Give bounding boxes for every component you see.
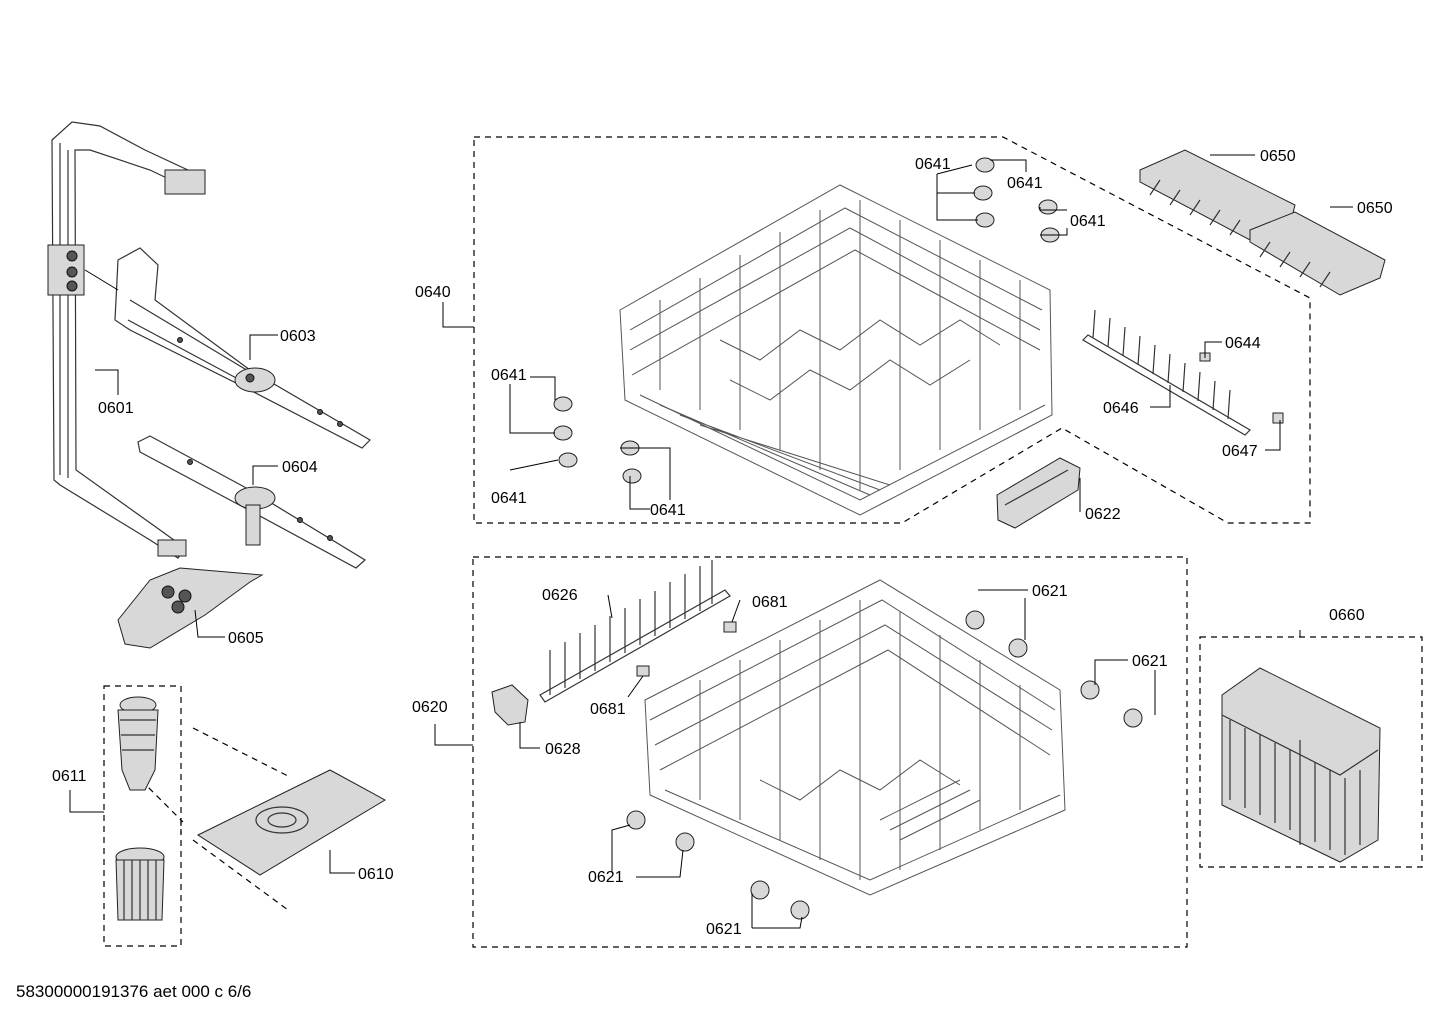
upper-basket-group-box bbox=[473, 136, 1311, 524]
holder-0628 bbox=[491, 684, 529, 726]
label-0611: 0611 bbox=[52, 768, 87, 785]
label-0621-c: 0621 bbox=[588, 869, 624, 886]
label-0641-b: 0641 bbox=[1007, 175, 1043, 192]
clips-0681 bbox=[636, 621, 737, 677]
rack-0646 bbox=[1082, 309, 1284, 436]
label-0650-b: 0650 bbox=[1357, 200, 1393, 217]
lower-basket-0620 bbox=[644, 579, 1066, 896]
part-labels: 0601 0603 0604 0605 0611 0610 0640 0641 … bbox=[52, 148, 1393, 938]
label-0640: 0640 bbox=[415, 284, 451, 301]
label-0681-b: 0681 bbox=[590, 701, 626, 718]
label-0621-b: 0621 bbox=[1132, 653, 1168, 670]
cutlery-basket-group-box bbox=[1199, 636, 1423, 868]
rollers-0641 bbox=[553, 157, 1060, 484]
tine-rows-0650 bbox=[1139, 149, 1386, 296]
label-0605: 0605 bbox=[228, 630, 264, 647]
lower-spray-arm-0604 bbox=[137, 435, 367, 569]
rack-0626 bbox=[539, 560, 731, 703]
label-0621-d: 0621 bbox=[706, 921, 742, 938]
flat-filter-0610 bbox=[196, 769, 387, 876]
leader-lines bbox=[69, 154, 1353, 929]
label-0622: 0622 bbox=[1085, 506, 1121, 523]
micro-filter-0605 bbox=[117, 567, 264, 649]
upper-spray-arm-0603 bbox=[114, 247, 371, 449]
filter-group-box bbox=[103, 685, 182, 947]
rollers-0621 bbox=[626, 610, 1143, 920]
label-0610: 0610 bbox=[358, 866, 394, 883]
label-0641-f: 0641 bbox=[650, 502, 686, 519]
filter-0611 bbox=[115, 696, 165, 921]
label-0604: 0604 bbox=[282, 459, 318, 476]
label-0681-a: 0681 bbox=[752, 594, 788, 611]
upper-basket-0640 bbox=[619, 184, 1053, 516]
label-0641-e: 0641 bbox=[491, 490, 527, 507]
drawing-reference: 58300000191376 aet 000 c 6/6 bbox=[16, 982, 251, 1001]
label-0620: 0620 bbox=[412, 699, 448, 716]
label-0641-c: 0641 bbox=[1070, 213, 1106, 230]
label-0660: 0660 bbox=[1329, 607, 1365, 624]
label-0650-a: 0650 bbox=[1260, 148, 1296, 165]
label-0641-a: 0641 bbox=[915, 156, 951, 173]
lower-basket-group-box bbox=[472, 556, 1188, 948]
label-0603: 0603 bbox=[280, 328, 316, 345]
handle-0622 bbox=[996, 457, 1081, 529]
label-0644: 0644 bbox=[1225, 335, 1261, 352]
label-0647: 0647 bbox=[1222, 443, 1258, 460]
label-0646: 0646 bbox=[1103, 400, 1139, 417]
cutlery-basket-0660 bbox=[1221, 667, 1381, 863]
label-0621-a: 0621 bbox=[1032, 583, 1068, 600]
supply-tube-0601 bbox=[47, 121, 206, 559]
label-0626: 0626 bbox=[542, 587, 578, 604]
label-0641-d: 0641 bbox=[491, 367, 527, 384]
label-0601: 0601 bbox=[98, 400, 134, 417]
label-0628: 0628 bbox=[545, 741, 581, 758]
